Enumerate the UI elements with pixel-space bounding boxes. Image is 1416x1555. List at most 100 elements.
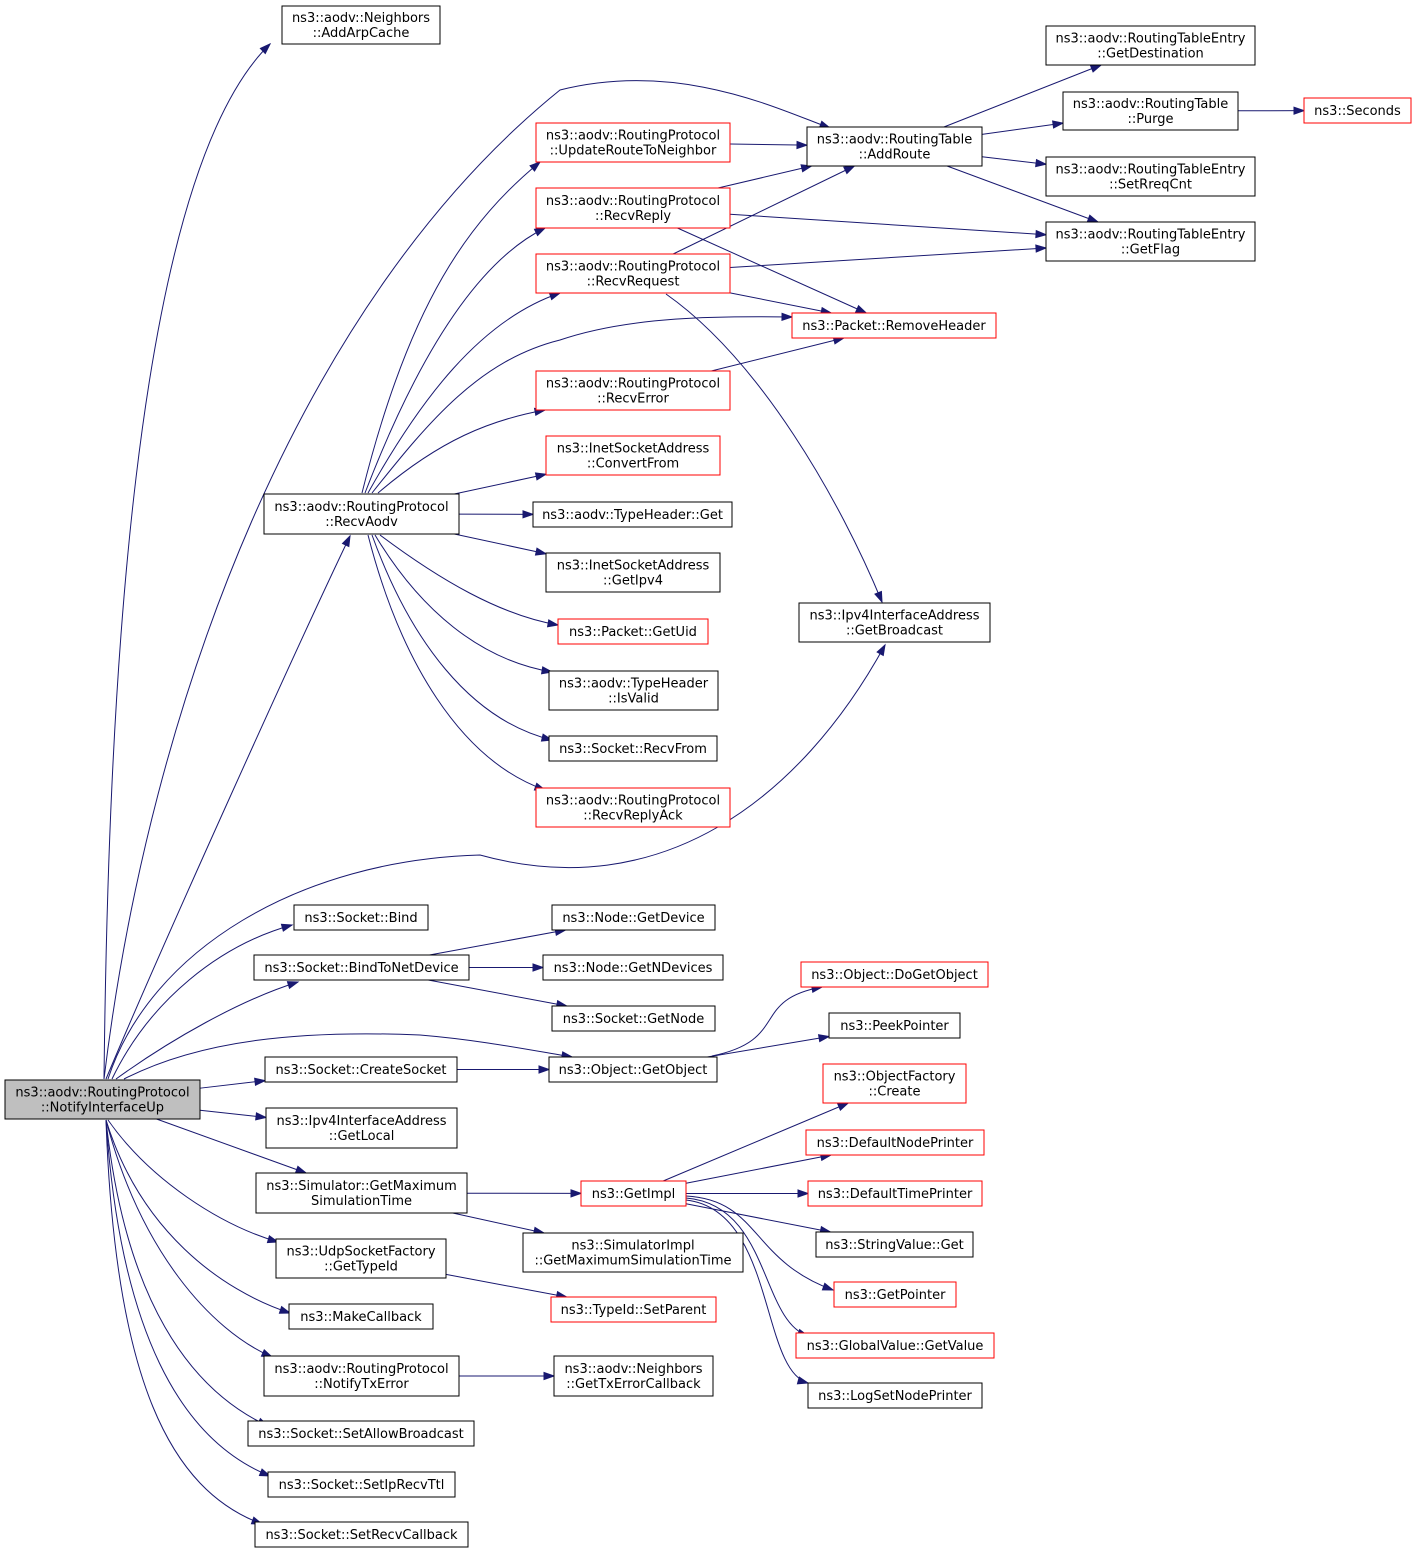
node-removeheader[interactable]: ns3::Packet::RemoveHeader (791, 312, 997, 339)
node-box (281, 5, 441, 45)
edge-addroute-to-setrreq (981, 156, 1047, 165)
node-label: ns3::DefaultTimePrinter (818, 1187, 973, 1202)
edge-getimpl-to-objfactory (662, 1102, 849, 1182)
node-getndevices[interactable]: ns3::Node::GetNDevices (542, 954, 724, 981)
edge-root-to-getlocal (199, 1109, 267, 1118)
node-label: ns3::Node::GetDevice (562, 911, 704, 926)
node-label: ::GetFlag (1121, 243, 1180, 258)
node-box (807, 1382, 983, 1409)
edge-root-to-getbroadcast-arrowhead (876, 643, 886, 657)
node-box (263, 493, 460, 535)
node-gettxerrcb[interactable]: ns3::aodv::Neighbors::GetTxErrorCallback (553, 1355, 714, 1397)
edge-recvaodv-to-isvalid (374, 534, 553, 673)
node-box (798, 602, 991, 643)
edge-recvreply-to-getflag (729, 213, 1047, 236)
node-box (275, 1238, 447, 1279)
edge-root-to-udpgettypeid-arrowhead (266, 1235, 280, 1244)
node-logsetnode[interactable]: ns3::LogSetNodePrinter (807, 1382, 983, 1409)
edge-recvaodv-to-recvreply-arrowhead (533, 227, 547, 237)
node-box (557, 618, 709, 645)
node-recverror[interactable]: ns3::aodv::RoutingProtocol::RecvError (535, 370, 731, 411)
node-simmax[interactable]: ns3::Simulator::GetMaximumSimulationTime (255, 1172, 468, 1214)
node-dogetobject[interactable]: ns3::Object::DoGetObject (800, 961, 989, 988)
node-label: ns3::aodv::RoutingProtocol (546, 129, 720, 144)
node-peekpointer[interactable]: ns3::PeekPointer (828, 1012, 961, 1039)
node-getobject[interactable]: ns3::Object::GetObject (548, 1056, 718, 1083)
node-box (795, 1332, 995, 1359)
node-box (551, 1005, 716, 1032)
node-label: ::GetIpv4 (603, 574, 663, 589)
node-box (822, 1063, 967, 1104)
node-recvreply[interactable]: ns3::aodv::RoutingProtocol::RecvReply (535, 187, 731, 229)
node-label: ns3::aodv::Neighbors (292, 11, 430, 26)
edge-root-to-createsocket-arrowhead (254, 1077, 267, 1087)
node-typeget[interactable]: ns3::aodv::TypeHeader::Get (532, 501, 733, 528)
node-box (535, 122, 731, 163)
edge-recvaodv-to-recvreply (364, 227, 546, 494)
node-setrreq[interactable]: ns3::aodv::RoutingTableEntry::SetRreqCnt (1045, 156, 1256, 197)
node-getimpl[interactable]: ns3::GetImpl (580, 1180, 687, 1207)
node-globalgetvalue[interactable]: ns3::GlobalValue::GetValue (795, 1332, 995, 1359)
node-box (535, 253, 731, 294)
node-setparent[interactable]: ns3::TypeId::SetParent (550, 1296, 717, 1323)
edge-recvreply-to-addroute-arrowhead (800, 164, 814, 173)
node-convertfrom[interactable]: ns3::InetSocketAddress::ConvertFrom (545, 435, 721, 476)
edge-root-to-addroute (103, 80, 831, 1080)
node-seconds[interactable]: ns3::Seconds (1303, 97, 1412, 124)
node-label: ns3::Socket::Bind (304, 911, 417, 926)
node-updroute[interactable]: ns3::aodv::RoutingProtocol::UpdateRouteT… (535, 122, 731, 163)
node-label: ::Purge (1128, 112, 1174, 127)
node-setiprecvttl[interactable]: ns3::Socket::SetIpRecvTtl (267, 1471, 456, 1498)
edge-recvaodv-to-recvrequest-arrowhead (548, 292, 562, 301)
node-bind[interactable]: ns3::Socket::Bind (293, 904, 429, 931)
node-getuid[interactable]: ns3::Packet::GetUid (557, 618, 709, 645)
node-getdevice[interactable]: ns3::Node::GetDevice (551, 904, 716, 931)
node-getlocal[interactable]: ns3::Ipv4InterfaceAddress::GetLocal (265, 1107, 458, 1149)
node-box (815, 1231, 974, 1258)
node-getnode[interactable]: ns3::Socket::GetNode (551, 1005, 716, 1032)
edge-notifytxerror-to-gettxerrcb-arrowhead (543, 1371, 556, 1381)
edge-recverror-to-removeheader (711, 337, 844, 372)
node-recvaodv[interactable]: ns3::aodv::RoutingProtocol::RecvAodv (263, 493, 460, 535)
node-udpgettypeid[interactable]: ns3::UdpSocketFactory::GetTypeId (275, 1238, 447, 1279)
node-label: ns3::aodv::RoutingTableEntry (1055, 163, 1245, 178)
node-label: ns3::Object::GetObject (559, 1063, 708, 1078)
node-defnodeprinter[interactable]: ns3::DefaultNodePrinter (805, 1129, 985, 1156)
node-setallowbcast[interactable]: ns3::Socket::SetAllowBroadcast (247, 1420, 475, 1447)
node-box (254, 1521, 469, 1548)
call-nodes: ns3::aodv::RoutingProtocol::NotifyInterf… (4, 5, 1412, 1548)
node-getdest[interactable]: ns3::aodv::RoutingTableEntry::GetDestina… (1045, 25, 1256, 66)
edge-addroute-to-getflag (946, 165, 1099, 223)
node-deftimeprinter[interactable]: ns3::DefaultTimePrinter (807, 1180, 983, 1207)
node-label: ns3::Ipv4InterfaceAddress (809, 609, 979, 624)
edge-root-to-recvaodv-arrowhead (341, 534, 351, 548)
node-addarp[interactable]: ns3::aodv::Neighbors::AddArpCache (281, 5, 441, 45)
node-notifytxerror[interactable]: ns3::aodv::RoutingProtocol::NotifyTxErro… (263, 1355, 460, 1397)
node-getpointer[interactable]: ns3::GetPointer (833, 1281, 957, 1308)
node-recvfrom[interactable]: ns3::Socket::RecvFrom (548, 735, 718, 762)
node-getipv4[interactable]: ns3::InetSocketAddress::GetIpv4 (545, 552, 721, 593)
node-getflag[interactable]: ns3::aodv::RoutingTableEntry::GetFlag (1045, 221, 1256, 262)
node-recvreplyack[interactable]: ns3::aodv::RoutingProtocol::RecvReplyAck (535, 787, 731, 828)
node-simimplmax[interactable]: ns3::SimulatorImpl::GetMaximumSimulation… (522, 1232, 744, 1273)
node-isvalid[interactable]: ns3::aodv::TypeHeader::IsValid (548, 670, 719, 711)
node-purge[interactable]: ns3::aodv::RoutingTable::Purge (1062, 91, 1239, 131)
node-recvrequest[interactable]: ns3::aodv::RoutingProtocol::RecvRequest (535, 253, 731, 294)
node-stringvalget[interactable]: ns3::StringValue::Get (815, 1231, 974, 1258)
edge-getimpl-to-globalgetvalue (685, 1197, 809, 1337)
edge-getimpl-to-getpointer (685, 1195, 834, 1291)
node-label: ns3::Socket::GetNode (563, 1012, 704, 1027)
node-label: ns3::MakeCallback (300, 1310, 422, 1325)
node-setrecvcb[interactable]: ns3::Socket::SetRecvCallback (254, 1521, 469, 1548)
node-getbroadcast[interactable]: ns3::Ipv4InterfaceAddress::GetBroadcast (798, 602, 991, 643)
node-label: ::GetTypeId (324, 1260, 398, 1275)
node-box (800, 961, 989, 988)
node-createsocket[interactable]: ns3::Socket::CreateSocket (264, 1056, 458, 1083)
node-label: ::RecvAodv (325, 515, 398, 530)
edge-recvaodv-to-updroute (361, 161, 541, 494)
node-makecallback[interactable]: ns3::MakeCallback (288, 1303, 434, 1330)
node-label: ns3::GetImpl (592, 1187, 676, 1202)
node-objfactory[interactable]: ns3::ObjectFactory::Create (822, 1063, 967, 1104)
node-addroute[interactable]: ns3::aodv::RoutingTable::AddRoute (806, 126, 983, 167)
node-bindtonet[interactable]: ns3::Socket::BindToNetDevice (253, 954, 470, 981)
